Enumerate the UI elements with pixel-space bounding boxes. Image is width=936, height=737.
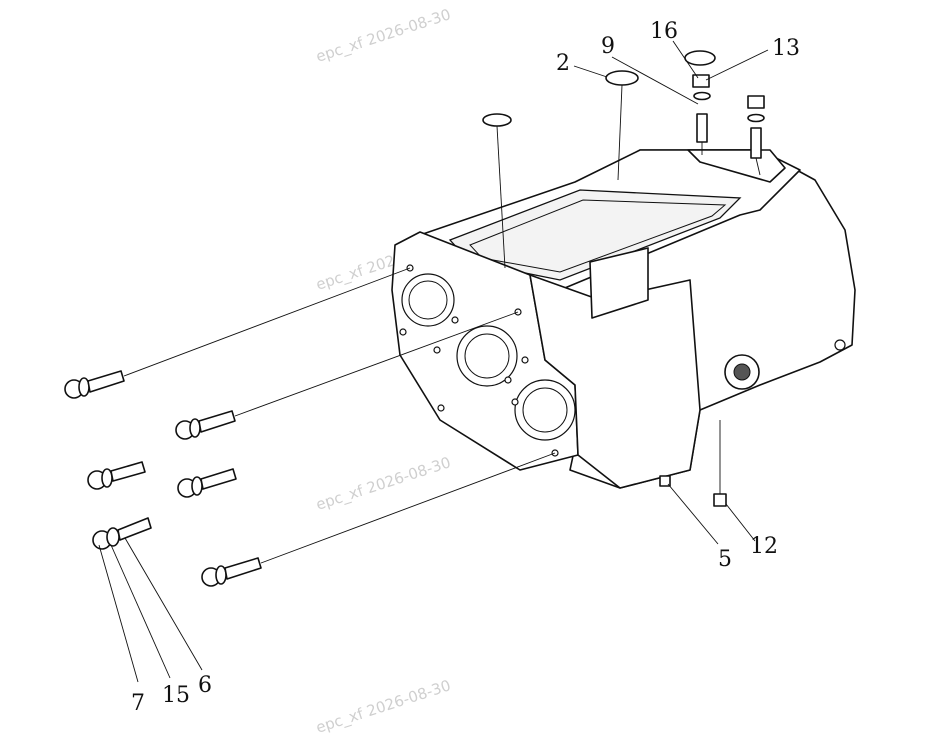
assembly-line	[260, 452, 556, 564]
callout-leaders	[98, 40, 769, 683]
bolt	[177, 468, 237, 498]
bolt	[64, 370, 125, 399]
bolt-hole	[437, 404, 445, 412]
bolt-shank	[198, 410, 236, 433]
bearing-bore-lower	[514, 379, 576, 441]
assembly-lines	[123, 84, 761, 564]
callout-5: 5	[718, 547, 732, 572]
leader-16	[672, 40, 699, 79]
bolt-shank-6	[117, 517, 152, 541]
stud-9	[696, 113, 708, 143]
callout-6: 6	[198, 673, 212, 698]
assembly-line	[617, 84, 623, 181]
nut-16	[692, 74, 710, 88]
plug-cap-left	[482, 113, 512, 127]
bolt-hole	[504, 376, 512, 384]
bolt-shank	[200, 468, 237, 490]
plug-cap-right	[684, 50, 716, 66]
bolt	[87, 461, 146, 490]
bolt-shank	[110, 461, 146, 482]
watermark: epc_xf 2026-08-30	[314, 5, 454, 67]
bolt	[92, 517, 152, 550]
bolt-washer-15	[106, 527, 120, 547]
leader-5	[667, 483, 719, 545]
bolt-hole	[521, 356, 529, 364]
bearing-bore-middle	[456, 325, 518, 387]
bolt	[201, 557, 262, 587]
transmission-housing	[391, 149, 856, 489]
washer-right	[747, 113, 765, 123]
callout-2: 2	[556, 51, 570, 76]
leader-12	[725, 503, 756, 542]
leader-2	[573, 65, 608, 78]
drain-plug-12	[713, 493, 727, 507]
callout-13: 13	[772, 36, 800, 61]
bearing-bore-upper-inner	[408, 280, 448, 320]
flange-bolt-holes	[399, 264, 559, 457]
bolt-hole	[511, 398, 519, 406]
leader-15	[110, 544, 171, 679]
bearing-bore-lower-inner	[522, 387, 568, 433]
watermark: epc_xf 2026-08-30	[314, 676, 454, 737]
top-parts	[482, 50, 765, 507]
bottom-plug	[659, 475, 671, 487]
callout-16: 16	[650, 19, 678, 44]
nut-right	[747, 95, 765, 109]
bolts	[64, 370, 262, 587]
bolt-hole	[399, 328, 407, 336]
rear-lug-hole	[834, 339, 846, 351]
side-boss	[589, 247, 649, 319]
leader-13	[705, 49, 769, 81]
bearing-bore-middle-inner	[464, 333, 510, 379]
bolt-shank	[224, 557, 262, 580]
callout-12: 12	[750, 534, 778, 559]
bolt-hole	[451, 316, 459, 324]
watermark: epc_xf 2026-08-30	[314, 453, 454, 515]
bolt	[175, 410, 236, 440]
bolt-hole	[433, 346, 441, 354]
leader-7	[98, 544, 139, 683]
callout-9: 9	[601, 34, 615, 59]
assembly-line	[123, 267, 411, 377]
callout-15: 15	[162, 683, 190, 708]
plug-cap-2	[605, 70, 639, 86]
stud-right	[750, 127, 762, 159]
leader-9	[611, 56, 699, 105]
assembly-line	[234, 311, 519, 417]
washer-9	[693, 91, 711, 101]
leader-6	[124, 537, 203, 671]
assembly-line	[496, 125, 506, 269]
bolt-shank	[87, 370, 125, 393]
callout-labels: 2 9 16 13 5 12 7 15 6	[131, 19, 800, 716]
side-port-hole	[733, 363, 751, 381]
assembly-line	[755, 157, 761, 176]
bearing-bore-upper	[401, 273, 455, 327]
callout-7: 7	[131, 691, 145, 716]
